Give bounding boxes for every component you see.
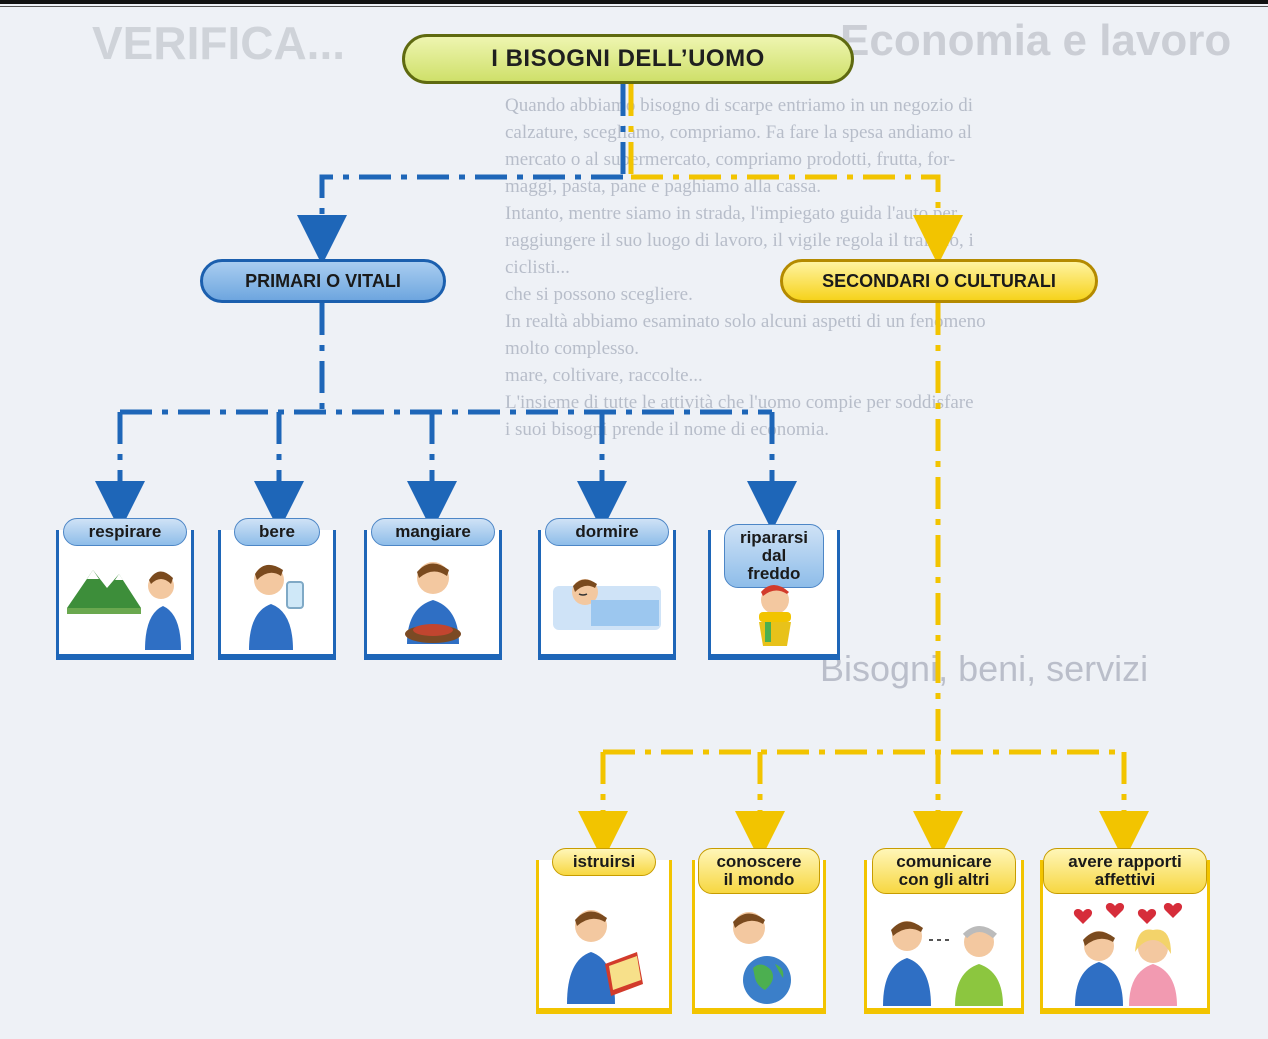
background-heading: Bisogni, beni, servizi bbox=[820, 648, 1149, 689]
card-label: bere bbox=[234, 518, 320, 546]
diagram-title: I BISOGNI DELL’UOMO bbox=[402, 34, 854, 84]
child-scarf-icon bbox=[759, 585, 791, 646]
card-label: mangiare bbox=[371, 518, 495, 546]
card-affettivi: avere rapporti affettivi bbox=[1040, 848, 1210, 1014]
background-title-right: Economia e lavoro bbox=[840, 16, 1232, 65]
boy-reading-icon bbox=[567, 910, 643, 1004]
card-istruirsi: istruirsi bbox=[536, 848, 672, 1014]
card-dormire: dormire bbox=[538, 518, 676, 660]
boy-eating-icon bbox=[405, 562, 461, 644]
card-conoscere: conoscere il mondo bbox=[692, 848, 826, 1014]
background-line: che si possono scegliere. bbox=[505, 284, 693, 305]
card-comunicare: comunicare con gli altri bbox=[864, 848, 1024, 1014]
card-respirare: respirare bbox=[56, 518, 194, 660]
mountains-breathing-icon bbox=[67, 570, 181, 650]
boy-drinking-icon bbox=[249, 564, 304, 650]
card-bere: bere bbox=[218, 518, 336, 660]
background-line: maggi, pasta, pane e paghiamo alla cassa… bbox=[505, 176, 822, 197]
card-label: conoscere il mondo bbox=[698, 848, 820, 894]
primary-needs-node: PRIMARI O VITALI bbox=[200, 259, 446, 303]
background-line: molto complesso. bbox=[505, 338, 640, 359]
secondary-needs-node: SECONDARI O CULTURALI bbox=[780, 259, 1098, 303]
couple-hearts-icon bbox=[1073, 903, 1183, 1006]
background-paragraph: Quando abbiamo bisogno di scarpe entriam… bbox=[505, 92, 1225, 443]
card-label: dormire bbox=[545, 518, 669, 546]
background-title-left: VERIFICA... bbox=[92, 17, 346, 69]
card-label: respirare bbox=[63, 518, 187, 546]
card-mangiare: mangiare bbox=[364, 518, 502, 660]
background-line: ciclisti... bbox=[505, 257, 570, 278]
top-border bbox=[0, 0, 1268, 4]
background-line: L'insieme di tutte le attività che l'uom… bbox=[505, 392, 974, 413]
card-label: avere rapporti affettivi bbox=[1043, 848, 1207, 894]
background-line: i suoi bisogni prende il nome di economi… bbox=[505, 419, 830, 440]
background-line: Intanto, mentre siamo in strada, l'impie… bbox=[505, 203, 958, 224]
top-border-thin bbox=[0, 6, 1268, 7]
boy-globe-icon bbox=[733, 912, 791, 1004]
background-line: mercato o al supermercato, compriamo pro… bbox=[505, 149, 956, 170]
child-sleeping-icon bbox=[553, 579, 661, 630]
background-line: raggiungere il suo luogo di lavoro, il v… bbox=[505, 230, 974, 251]
background-line: In realtà abbiamo esaminato solo alcuni … bbox=[505, 311, 986, 332]
card-ripararsi: ripararsi dal freddo bbox=[708, 524, 840, 660]
background-line: mare, coltivare, raccolte... bbox=[505, 365, 703, 386]
card-label: comunicare con gli altri bbox=[872, 848, 1016, 894]
people-talking-icon bbox=[883, 921, 1003, 1006]
card-label: istruirsi bbox=[552, 848, 656, 876]
